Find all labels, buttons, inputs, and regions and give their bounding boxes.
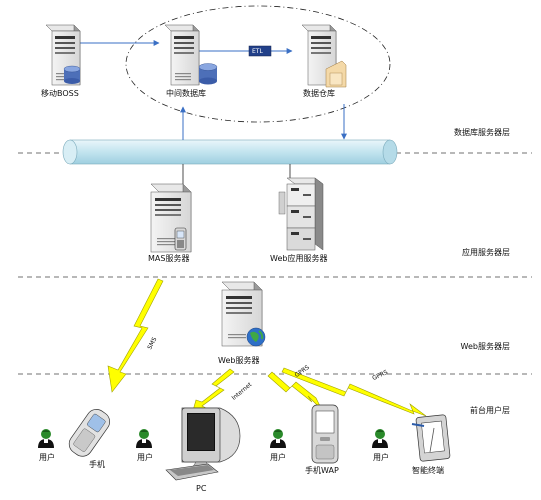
internet-lightning-icon [191, 368, 235, 415]
gprs2-lightning-icon [281, 367, 427, 417]
etl-box [248, 45, 272, 57]
mobile-boss-server-icon [45, 24, 81, 86]
intermediate-db-label: 中间数据库 [166, 89, 206, 98]
device-2-label: PC [196, 484, 207, 493]
smart-terminal-icon [411, 414, 451, 462]
user-4-label: 用户 [373, 453, 389, 462]
user-3-icon [270, 429, 286, 448]
web-server-icon [221, 281, 266, 347]
db-group-ellipse [125, 5, 391, 123]
data-bus-pipe [62, 139, 398, 165]
user-1-icon [38, 429, 54, 448]
device-4-label: 智能终端 [412, 466, 444, 475]
web-app-server-icon [278, 177, 324, 251]
web-layer-label: Web服务器层 [460, 342, 510, 351]
device-3-label: 手机WAP [305, 466, 339, 475]
sms-lightning-icon [107, 278, 164, 393]
user-2-icon [136, 429, 152, 448]
client-layer-label: 前台用户层 [470, 406, 510, 415]
mobile-phone-icon [68, 409, 111, 457]
web-server-label: Web服务器 [218, 356, 260, 365]
mas-server-label: MAS服务器 [148, 254, 190, 263]
wap-phone-icon [311, 404, 339, 464]
data-warehouse-server-icon [301, 24, 347, 88]
pc-icon [165, 407, 241, 481]
etl-label: ETL [252, 48, 263, 55]
gprs1-lightning-icon [267, 371, 323, 411]
mobile-boss-label: 移动BOSS [41, 89, 79, 98]
intermediate-db-server-icon [164, 24, 218, 86]
database-layer-label: 数据库服务器层 [454, 128, 510, 137]
device-1-label: 手机 [89, 460, 105, 469]
user-2-label: 用户 [137, 453, 153, 462]
web-app-server-label: Web应用服务器 [270, 254, 328, 263]
mas-server-icon [150, 183, 192, 253]
user-1-label: 用户 [39, 453, 55, 462]
data-warehouse-label: 数据仓库 [303, 89, 335, 98]
user-4-icon [372, 429, 388, 448]
application-layer-label: 应用服务器层 [462, 248, 510, 257]
user-3-label: 用户 [270, 453, 286, 462]
